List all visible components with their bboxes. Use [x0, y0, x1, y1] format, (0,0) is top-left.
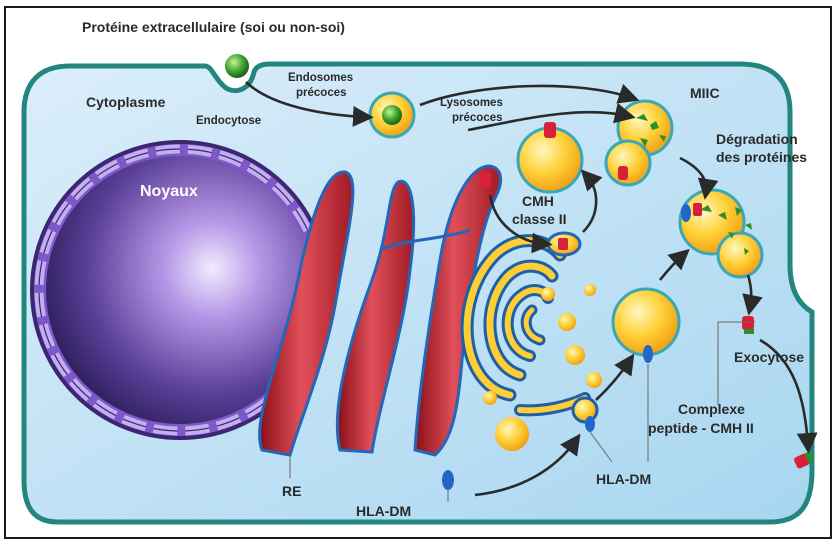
label-hla-dm-right: HLA-DM	[596, 471, 651, 487]
label-early-endosomes-2: précoces	[296, 87, 347, 99]
label-hla-dm-bottom: HLA-DM	[356, 503, 411, 519]
label-complex-2: peptide - CMH II	[648, 420, 754, 436]
label-er: RE	[282, 483, 301, 499]
label-degradation-2: des protéines	[716, 149, 807, 165]
label-exocytosis: Exocytose	[734, 349, 804, 365]
er-mhc-marker	[480, 172, 491, 188]
label-degradation-1: Dégradation	[716, 131, 798, 147]
label-early-lysosomes-2: précoces	[452, 112, 503, 124]
early-endosome	[370, 93, 414, 137]
label-endocytosis: Endocytose	[196, 115, 261, 127]
label-nucleus: Noyaux	[140, 183, 198, 200]
label-extracellular-protein: Protéine extracellulaire (soi ou non-soi…	[82, 19, 345, 35]
hla-dm-marker-er	[442, 470, 454, 490]
label-complex-1: Complexe	[678, 401, 745, 417]
label-mhc-2: classe II	[512, 211, 567, 227]
label-mhc-1: CMH	[522, 193, 554, 209]
mhc-class-ii-vesicle	[548, 233, 580, 255]
label-miic: MIIC	[690, 85, 720, 101]
label-cytoplasm: Cytoplasme	[86, 94, 166, 110]
label-early-lysosomes-1: Lysosomes	[440, 97, 503, 109]
label-early-endosomes-1: Endosomes	[288, 72, 353, 84]
extracellular-protein	[225, 54, 249, 78]
hla-dm-marker-golgi	[585, 416, 595, 432]
